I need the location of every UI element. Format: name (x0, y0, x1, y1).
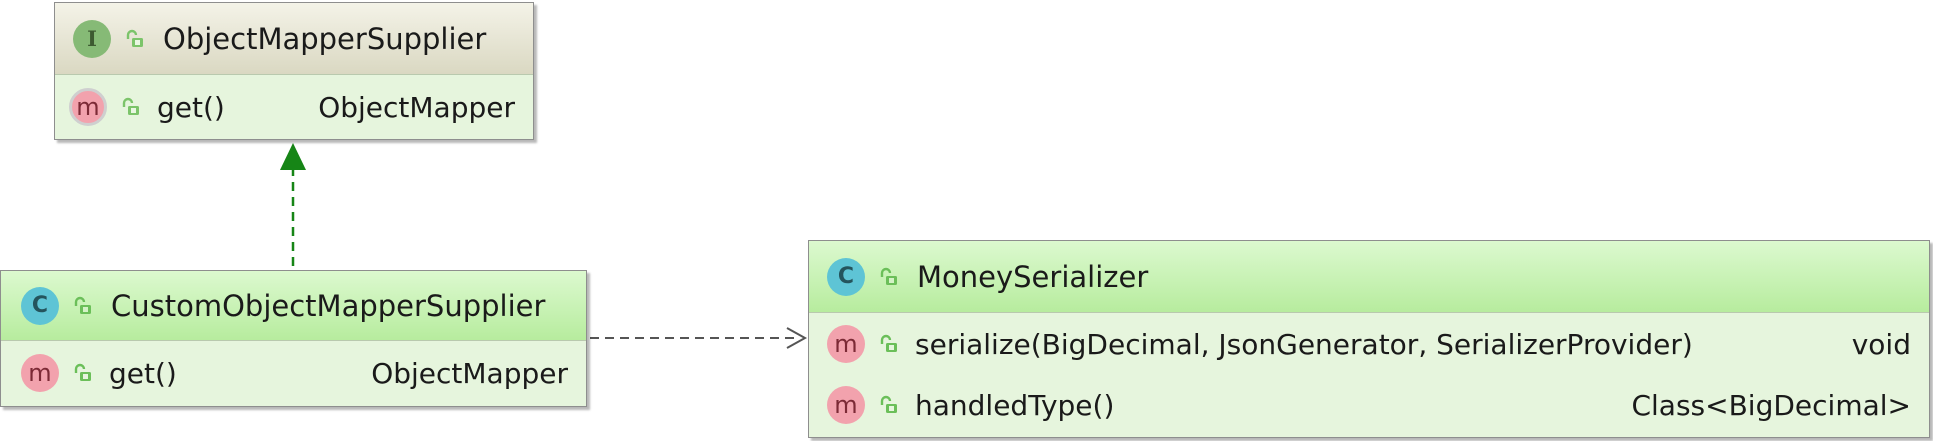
method-badge-icon: m (827, 325, 865, 363)
custom-object-mapper-supplier-header[interactable]: C CustomObjectMapperSupplier (1, 271, 586, 341)
method-badge-icon: m (69, 88, 107, 126)
lock-icon (880, 267, 897, 285)
node-title: MoneySerializer (917, 259, 1149, 294)
lock-icon (880, 334, 897, 352)
interface-badge-icon: I (73, 19, 111, 58)
lock-icon (122, 97, 139, 115)
method-row[interactable]: m serialize(BigDecimal, JsonGenerator, S… (809, 313, 1929, 375)
method-return-type: Class<BigDecimal> (1631, 388, 1911, 422)
method-name: get() (157, 90, 225, 124)
object-mapper-supplier-node[interactable]: I ObjectMapperSupplier m get() ObjectMap… (54, 2, 534, 140)
method-badge-icon: m (21, 354, 59, 392)
method-name: handledType() (915, 388, 1115, 422)
method-badge-icon: m (827, 386, 865, 424)
method-return-type: ObjectMapper (371, 356, 568, 390)
method-return-type: void (1851, 327, 1911, 361)
node-title: ObjectMapperSupplier (163, 21, 487, 56)
method-row[interactable]: m get() ObjectMapper (1, 341, 586, 405)
lock-icon (126, 29, 143, 47)
class-badge-icon: C (21, 286, 59, 325)
lock-icon (74, 296, 91, 314)
money-serializer-node[interactable]: C MoneySerializer m serialize(BigDecimal… (808, 240, 1930, 438)
method-return-type: ObjectMapper (318, 90, 515, 124)
custom-object-mapper-supplier-node[interactable]: C CustomObjectMapperSupplier m get() Obj… (0, 270, 587, 407)
money-serializer-header[interactable]: C MoneySerializer (809, 241, 1929, 313)
method-row[interactable]: m get() ObjectMapper (55, 75, 533, 139)
lock-icon (880, 395, 897, 413)
dependency-arrowhead-icon (786, 327, 808, 349)
lock-icon (74, 363, 91, 381)
method-name: get() (109, 356, 177, 390)
method-name: serialize(BigDecimal, JsonGenerator, Ser… (915, 327, 1693, 361)
implements-arrowhead-icon (280, 143, 306, 170)
class-badge-icon: C (827, 257, 865, 296)
method-row[interactable]: m handledType() Class<BigDecimal> (809, 375, 1929, 435)
object-mapper-supplier-header[interactable]: I ObjectMapperSupplier (55, 3, 533, 75)
node-title: CustomObjectMapperSupplier (111, 288, 546, 323)
